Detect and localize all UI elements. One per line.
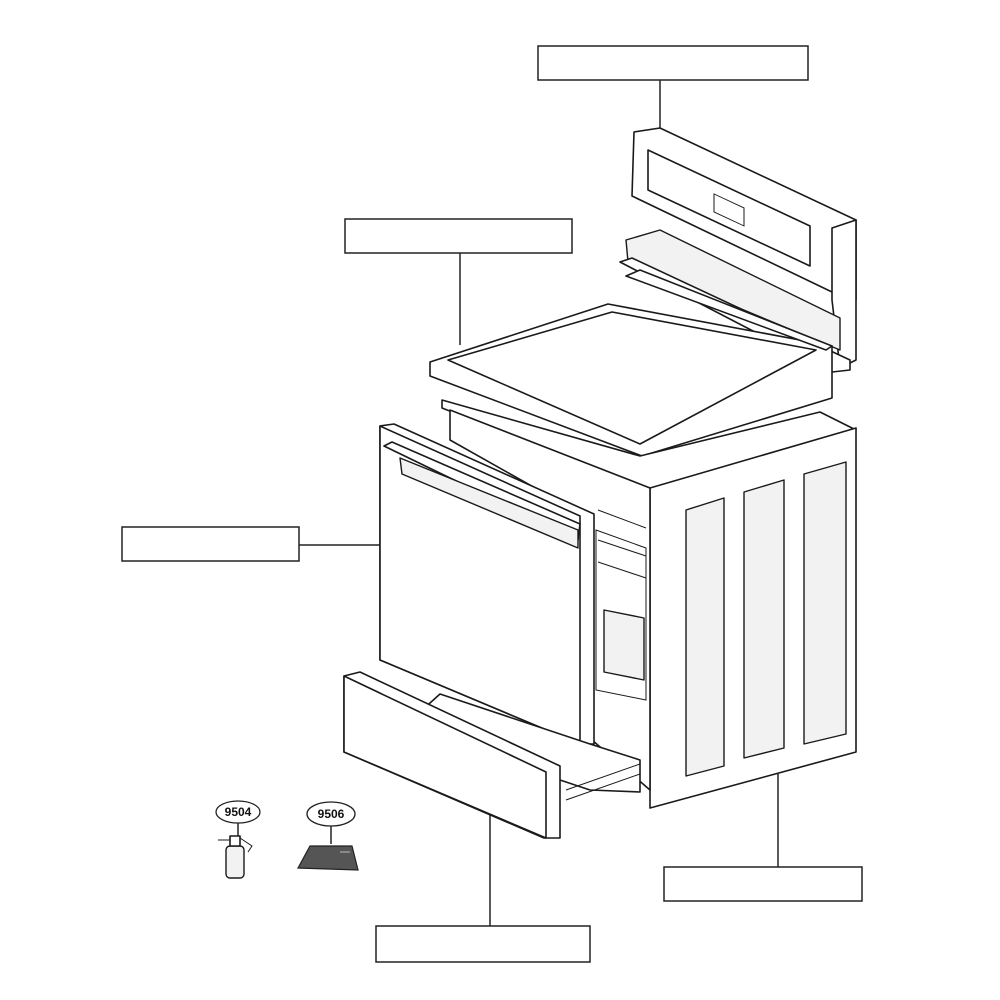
- cooktop: [429, 269, 833, 457]
- oven-door: [379, 423, 595, 745]
- spray-bottle-icon: [218, 835, 253, 879]
- callout-cabinet: [663, 760, 863, 902]
- accessory-spray-bottle: 9504: [215, 800, 261, 879]
- callout-door: [121, 526, 382, 562]
- callout-cooktop: [344, 218, 573, 345]
- badge-9504-label: 9504: [225, 805, 252, 819]
- storage-drawer: [343, 671, 641, 839]
- accessory-scraper-pad: 9506: [297, 801, 359, 871]
- badge-9506-label: 9506: [318, 807, 345, 821]
- scraper-pad-icon: [297, 845, 359, 871]
- callout-control-panel: [537, 45, 809, 140]
- callout-drawer: [375, 815, 591, 963]
- cabinet: [441, 399, 857, 809]
